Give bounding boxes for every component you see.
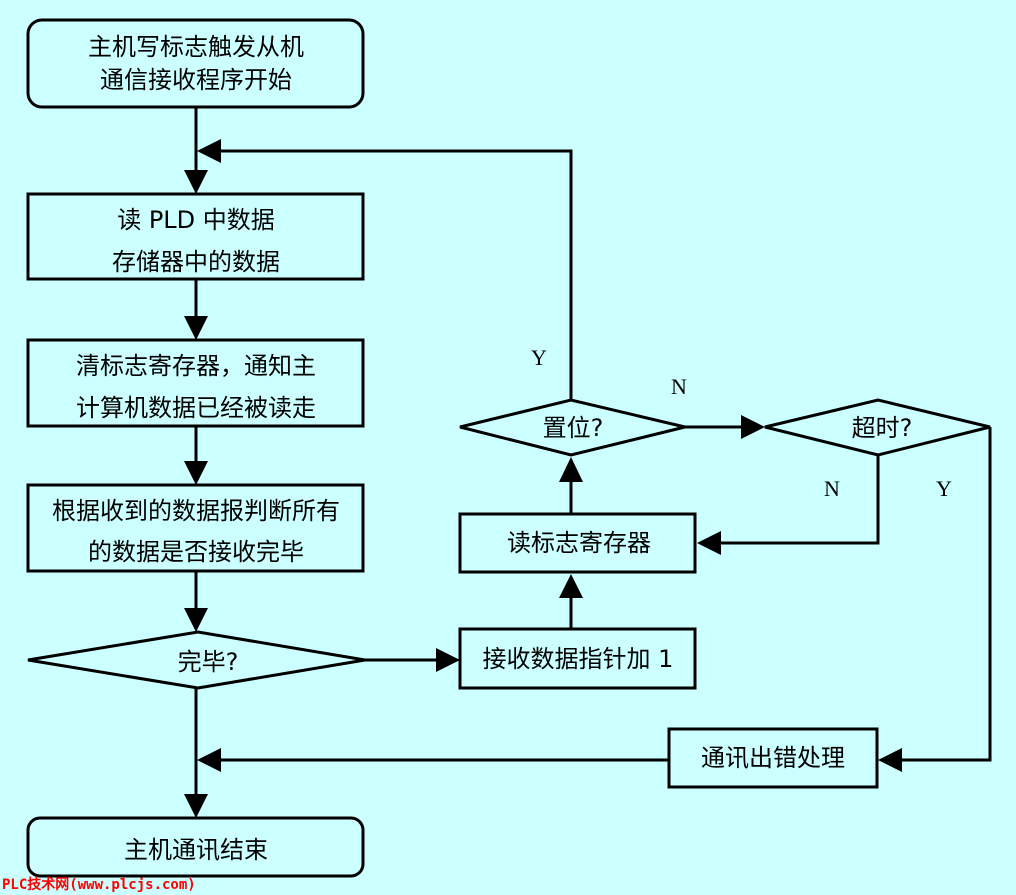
label-set-no: N bbox=[671, 374, 687, 399]
read-pld-node: 读 PLD 中数据 存储器中的数据 bbox=[26, 192, 365, 281]
read-pld-line-2: 存储器中的数据 bbox=[112, 248, 280, 276]
start-node: 主机写标志触发从机 通信接收程序开始 bbox=[26, 18, 365, 109]
set-decision-node: 置位? bbox=[459, 398, 686, 457]
arrow-left-icon bbox=[197, 748, 221, 772]
inc-pointer-node: 接收数据指针加 1 bbox=[458, 627, 697, 690]
judge-complete-node: 根据收到的数据报判断所有 的数据是否接收完毕 bbox=[26, 483, 365, 573]
arrow-up-icon bbox=[559, 457, 583, 482]
arrow-left-icon bbox=[697, 531, 721, 555]
arrow-down-icon bbox=[184, 170, 208, 194]
end-node: 主机通讯结束 bbox=[26, 816, 365, 878]
clear-flag-line-1: 清标志寄存器，通知主 bbox=[76, 352, 316, 380]
done-decision-label: 完毕? bbox=[178, 648, 239, 676]
arrow-down-icon bbox=[184, 316, 208, 340]
inc-pointer-label: 接收数据指针加 1 bbox=[483, 645, 674, 673]
start-node-line-2: 通信接收程序开始 bbox=[100, 66, 292, 94]
label-timeout-yes: Y bbox=[936, 476, 952, 501]
edge-timeout-yes-to-error bbox=[902, 427, 992, 762]
clear-flag-node: 清标志寄存器，通知主 计算机数据已经被读走 bbox=[26, 338, 365, 428]
read-flag-reg-node: 读标志寄存器 bbox=[458, 512, 697, 574]
edge-timeout-no-to-read-flag bbox=[720, 455, 880, 545]
arrow-down-icon bbox=[184, 461, 208, 485]
judge-complete-line-1: 根据收到的数据报判断所有 bbox=[52, 497, 340, 525]
set-decision-label: 置位? bbox=[543, 414, 604, 442]
timeout-decision-node: 超时? bbox=[764, 398, 991, 457]
label-set-yes: Y bbox=[531, 345, 547, 370]
edge-set-yes-loop bbox=[220, 149, 573, 400]
read-pld-line-1: 读 PLD 中数据 bbox=[117, 206, 275, 234]
judge-complete-line-2: 的数据是否接收完毕 bbox=[88, 538, 304, 566]
timeout-decision-label: 超时? bbox=[852, 414, 913, 442]
end-node-label: 主机通讯结束 bbox=[124, 836, 268, 864]
read-flag-reg-label: 读标志寄存器 bbox=[507, 529, 651, 557]
watermark: PLC技术网(www.plcjs.com) bbox=[2, 877, 196, 893]
clear-flag-line-2: 计算机数据已经被读走 bbox=[76, 394, 316, 422]
error-handling-node: 通讯出错处理 bbox=[667, 727, 879, 789]
arrow-down-icon bbox=[184, 794, 208, 818]
connectors bbox=[184, 107, 992, 818]
label-timeout-no: N bbox=[824, 476, 840, 501]
start-node-line-1: 主机写标志触发从机 bbox=[88, 33, 304, 61]
arrow-right-icon bbox=[436, 648, 460, 672]
arrow-right-icon bbox=[741, 415, 765, 439]
arrow-left-icon bbox=[197, 139, 221, 163]
arrow-up-icon bbox=[559, 574, 583, 598]
done-decision-node: 完毕? bbox=[27, 630, 366, 690]
arrow-left-icon bbox=[878, 748, 902, 772]
error-handling-label: 通讯出错处理 bbox=[701, 744, 845, 772]
arrow-down-icon bbox=[184, 608, 208, 632]
